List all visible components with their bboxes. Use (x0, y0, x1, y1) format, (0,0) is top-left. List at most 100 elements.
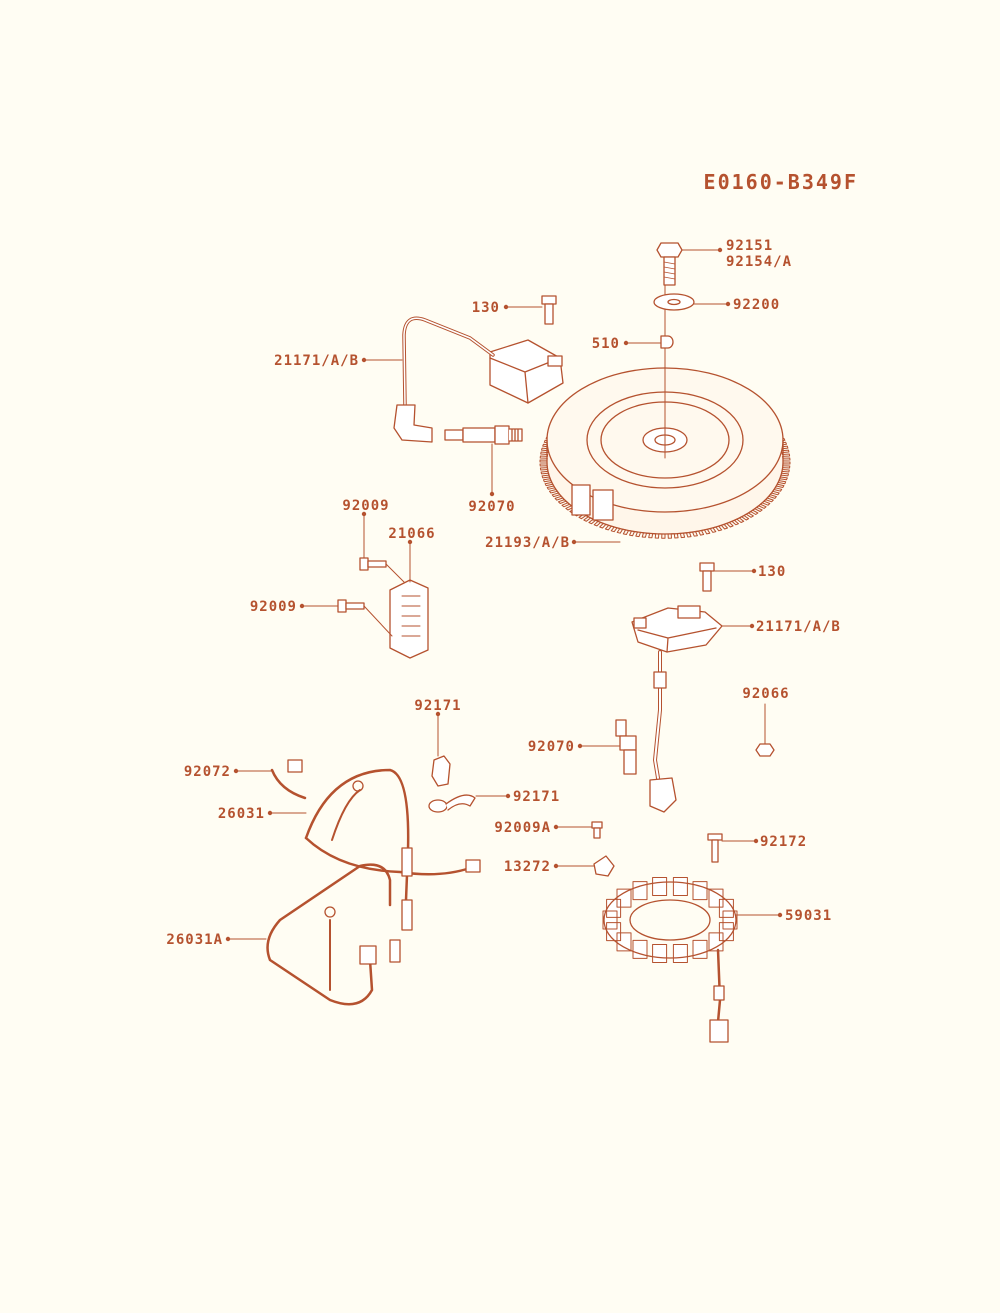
harness-26031a (266, 863, 401, 1006)
callout-flywheel: 21193/A/B (485, 535, 570, 551)
harness-connector-b (401, 899, 413, 931)
bracket-part (593, 855, 615, 877)
screw-small-head (591, 821, 603, 829)
coil-lower-body (631, 607, 723, 653)
callout-lead-wire: 92072 (184, 764, 231, 780)
clamp-ring-eye (428, 799, 448, 813)
harness-a-loop (266, 863, 392, 1006)
washer-hole (667, 298, 681, 306)
bolt-thread (663, 261, 676, 280)
regulator-screw-a (359, 557, 387, 571)
flywheel-part (539, 274, 791, 539)
key-part (660, 335, 674, 349)
coil-lower-boss (677, 605, 701, 619)
flywheel-side (546, 439, 784, 535)
regulator-body (389, 579, 429, 659)
spark-plug-upper (444, 425, 523, 445)
callout-screw-a: 92009 (342, 498, 389, 514)
flywheel-magnet-2 (592, 489, 614, 521)
plug-lower-insulator (623, 749, 637, 775)
harness-branch-wire (304, 836, 472, 876)
screw-small-part (591, 821, 603, 839)
stator-outer (603, 881, 737, 959)
harness-26031 (304, 768, 481, 931)
regulator-part (389, 579, 429, 659)
callout-screw-small: 92009A (494, 820, 551, 836)
lead-connector (287, 759, 303, 773)
callout-coil-upper: 21171/A/B (274, 353, 359, 369)
stator-screw-part (707, 833, 723, 863)
coil-upper-lead-core (403, 317, 494, 406)
stator-bore (629, 899, 711, 941)
nut-part (755, 743, 775, 757)
stator-windings (602, 877, 738, 963)
callout-screw-b: 92009 (250, 599, 297, 615)
callout-coil-screw-upper: 130 (472, 300, 500, 316)
callout-bolt-b: 92154/A (726, 254, 792, 270)
coil-screw-upper-shank (544, 303, 554, 325)
stator-screw-shank (711, 839, 719, 863)
callout-bolt-a: 92151 (726, 238, 773, 254)
stator-screw-head (707, 833, 723, 841)
callout-nut: 92066 (742, 686, 789, 702)
bolt-head (656, 242, 683, 258)
spark-plug-lower (615, 719, 637, 775)
harness-connector-a (401, 847, 413, 877)
plug-cap-upper (393, 404, 433, 443)
regulator-fins (401, 595, 421, 637)
callout-clamp-ring: 92171 (513, 789, 560, 805)
harness-terminal-end (465, 859, 481, 873)
regulator-guide-lines (363, 563, 405, 637)
coil-upper-lead (402, 316, 495, 407)
harness-a-connector (359, 945, 377, 965)
screw-b-head (337, 599, 347, 613)
callout-harness: 26031 (218, 806, 265, 822)
harness-ring-terminal (352, 780, 364, 792)
harness-a-ring (324, 906, 336, 918)
callout-key: 510 (592, 336, 620, 352)
plug-upper-tip (444, 429, 464, 441)
coil-screw-upper-head (541, 295, 557, 305)
coil-screw-lower-head (699, 562, 715, 572)
coil-upper-tab (547, 355, 563, 367)
plug-lower-hex (619, 735, 637, 751)
lead-wire (270, 768, 307, 800)
washer-part (653, 293, 695, 311)
callout-plug-upper: 92070 (468, 499, 515, 515)
callout-stator-screw: 92172 (760, 834, 807, 850)
callout-plug-lower: 92070 (528, 739, 575, 755)
diagram-code: E0160-B349F (704, 170, 858, 194)
plug-upper-insulator (462, 427, 496, 443)
coil-screw-lower-shank (702, 570, 712, 592)
plug-lower-thread (615, 719, 627, 737)
stator-connector (709, 1019, 729, 1043)
coil-lower-front (637, 627, 717, 653)
stator-part (602, 877, 738, 1043)
screw-small-shank (593, 827, 601, 839)
callout-coil-screw-lower: 130 (758, 564, 786, 580)
harness-ring-lead (331, 789, 361, 841)
screw-a-head (359, 557, 369, 571)
plug-cap-lower (649, 777, 677, 813)
callout-washer: 92200 (733, 297, 780, 313)
screw-a-shank (367, 560, 387, 568)
callout-stator: 59031 (785, 908, 832, 924)
callouts: 92151 92154/A 92200 510 130 21171/A/B 92… (166, 238, 839, 948)
washer-outer (653, 293, 695, 311)
coil-lower-ferrule (653, 671, 667, 689)
ignition-coil-upper (393, 295, 564, 443)
callout-bracket: 13272 (504, 859, 551, 875)
clamp-ring-strap (445, 794, 476, 811)
plug-upper-hex (494, 425, 510, 445)
coil-lower-tab (633, 617, 647, 629)
callout-regulator: 21066 (388, 526, 435, 542)
clamp-ring-part (428, 794, 476, 813)
plug-upper-thread (508, 428, 523, 442)
ignition-coil-lower (631, 562, 723, 813)
callout-harness-a: 26031A (166, 932, 223, 948)
flywheel-magnet (571, 484, 591, 516)
stator-lead-sleeve (713, 985, 725, 1001)
screw-b-shank (345, 602, 365, 610)
